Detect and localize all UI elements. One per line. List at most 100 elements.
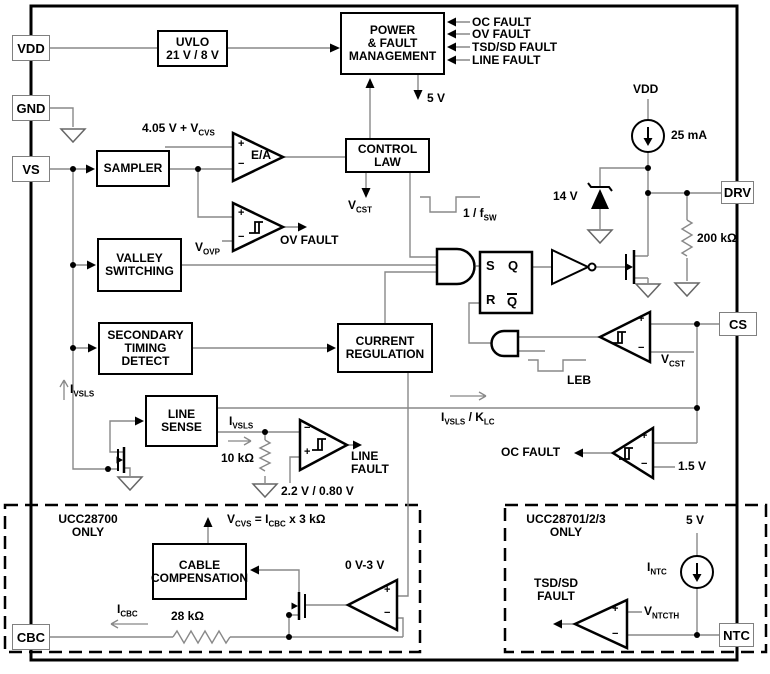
latch-s-label: S [486, 258, 495, 273]
ntc-minus-sign: − [612, 628, 619, 640]
ovp-minus-sign: − [238, 231, 245, 243]
vntcth-label: VNTCTH [644, 604, 680, 621]
comparator-triangles [231, 131, 655, 650]
zener-diode-icon [587, 182, 613, 209]
ground-icon [586, 229, 614, 245]
junction-dots [70, 165, 700, 640]
14v-label: 14 V [553, 189, 578, 203]
vcvs-equation-label: VCVS = ICBC x 3 kΩ [227, 512, 326, 529]
leb-label: LEB [567, 373, 591, 387]
200k-label: 200 kΩ [697, 231, 737, 245]
cst-plus-sign: + [638, 313, 645, 325]
ovp-comparator-icon [231, 201, 286, 253]
ntc-comparator-icon [572, 598, 629, 650]
pin-gnd: GND [12, 95, 50, 121]
intc-label: INTC [647, 560, 667, 577]
ov-fault-label: OV FAULT [472, 27, 531, 41]
hysteresis-icon [249, 221, 263, 234]
cst-comparator-icon [597, 309, 652, 365]
wire-net [50, 21, 721, 638]
fsw-pulse-icon [420, 196, 480, 213]
vdd-internal-label: VDD [633, 82, 659, 96]
cst-minus-sign: − [638, 342, 645, 354]
and-gate-icon [435, 247, 476, 286]
current-arrow-icons [59, 379, 487, 629]
pin-cbc: CBC [12, 624, 50, 650]
hysteresis-icons [249, 221, 633, 460]
ivsls-up-arrow [59, 379, 69, 400]
fsw-label: 1 / fSW [463, 206, 497, 223]
ovp-plus-sign: + [238, 207, 245, 219]
cbc-mosfet-icon [291, 592, 306, 620]
icbc-label: ICBC [117, 602, 138, 619]
oc-fault-output-label: OC FAULT [501, 445, 561, 459]
inverter-icon [551, 248, 597, 286]
drv-mosfet-icon [625, 250, 636, 284]
vovp-label: VOVP [195, 240, 220, 257]
linefault-minus-sign: − [304, 422, 311, 434]
line-threshold-label: 2.2 V / 0.80 V [281, 484, 354, 498]
pin-vdd: VDD [12, 35, 50, 61]
ucc28701-only-box [503, 503, 768, 654]
oc-comparator-icon [610, 425, 655, 481]
hysteresis-icon [619, 447, 633, 460]
0v-3v-label: 0 V-3 V [345, 558, 385, 572]
icbc-left-arrow [110, 619, 148, 629]
28k-label: 28 kΩ [171, 609, 204, 623]
line-fault-label: LINE FAULT [472, 53, 541, 67]
tsd-sd-fault-label: TSD/SD FAULT [472, 40, 558, 54]
oc-minus-sign: − [641, 458, 648, 470]
ivsls-klc-label: IVSLS / KLC [441, 410, 495, 427]
hysteresis-icon [312, 438, 326, 451]
pin-ntc: NTC [719, 623, 754, 647]
ea-plus-sign: + [238, 138, 245, 150]
and-gate-mirrored-icon [490, 329, 520, 358]
waveform-icons [420, 196, 586, 372]
ivsls-out-label: IVSLS [229, 414, 254, 431]
10k-label: 10 kΩ [221, 451, 254, 465]
cbc-plus-sign: + [384, 584, 391, 596]
oc-plus-sign: + [641, 430, 648, 442]
linesense-mosfet-icon [116, 447, 126, 473]
ground-icon [634, 283, 662, 299]
vcst-cs-label: VCST [661, 352, 686, 369]
ivsls-klc-arrow [450, 391, 487, 401]
cbc-opamp-icon [345, 577, 399, 633]
resistor-200k [680, 219, 694, 257]
ivsls-left-label: IVSLS [70, 382, 95, 399]
resistor-10k [258, 439, 272, 472]
1v5-label: 1.5 V [678, 459, 707, 473]
ea-amp-icon [231, 131, 286, 183]
vcst-label: VCST [348, 198, 373, 215]
sampler-block: SAMPLER [96, 150, 170, 187]
ov-fault-output-label: OV FAULT [280, 233, 339, 247]
ground-icon [251, 483, 279, 499]
current-source-25ma-icon [631, 119, 665, 153]
resistor-icons [172, 219, 694, 645]
latch-qbar-label: Q [507, 293, 518, 309]
latch-r-label: R [486, 292, 496, 307]
line-fault-comparator-icon [298, 417, 350, 473]
ground-icon [673, 282, 701, 298]
arrowhead-icons [86, 17, 583, 629]
ntc-plus-sign: + [612, 603, 619, 615]
oc-fault-label: OC FAULT [472, 15, 532, 29]
leb-pulse-icon [528, 359, 586, 372]
pin-drv: DRV [721, 181, 754, 204]
ivsls-right-arrow [228, 436, 252, 446]
pin-vs: VS [12, 156, 50, 182]
ea-label: E/A [251, 148, 272, 162]
